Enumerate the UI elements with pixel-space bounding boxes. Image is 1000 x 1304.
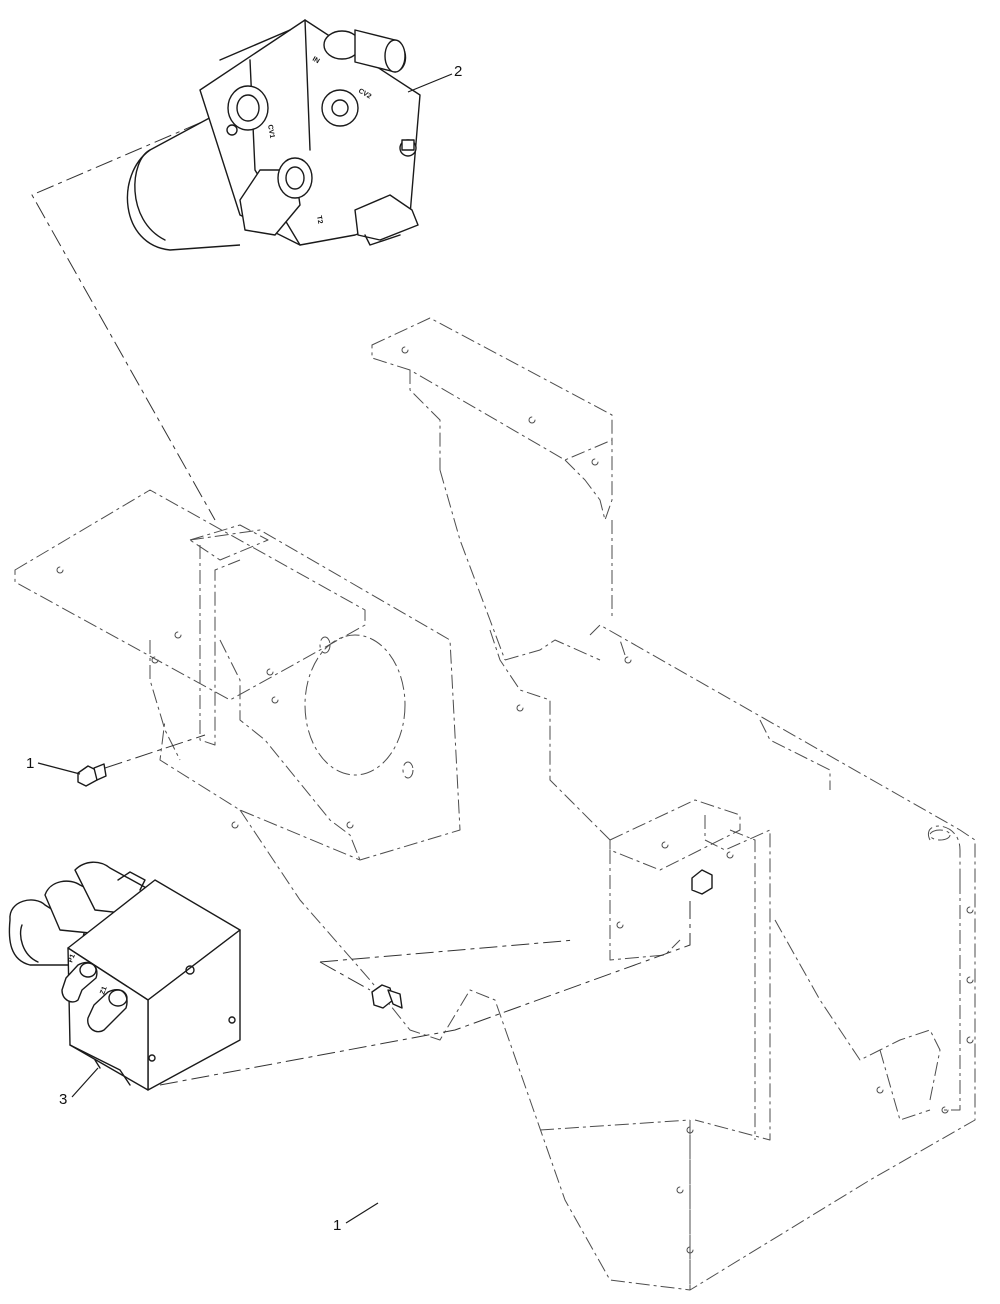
bottom-valve-assembly: P1 Z1	[8, 861, 241, 1091]
callout-valve-bottom: 3	[59, 1091, 67, 1108]
top-valve-assembly: IN CV2 CV1 T2	[126, 19, 421, 251]
callout-fastener-top: 1	[26, 755, 34, 772]
fastener-top	[77, 763, 107, 787]
mounting-frame-phantom	[14, 317, 976, 1291]
port-label-z1: Z1	[99, 986, 108, 996]
bracket-bolt	[691, 869, 713, 895]
port-label-cv1: CV1	[266, 124, 275, 139]
callout-valve-top: 2	[454, 63, 462, 80]
fastener-bottom	[371, 984, 403, 1009]
callout-fastener-bottom: 1	[333, 1217, 341, 1234]
port-label-t2: T2	[315, 215, 323, 224]
port-label-in: IN	[311, 56, 321, 66]
leader-lines	[37, 73, 453, 1224]
assembly-center-lines	[31, 109, 691, 1086]
port-label-p1: P1	[67, 953, 77, 964]
